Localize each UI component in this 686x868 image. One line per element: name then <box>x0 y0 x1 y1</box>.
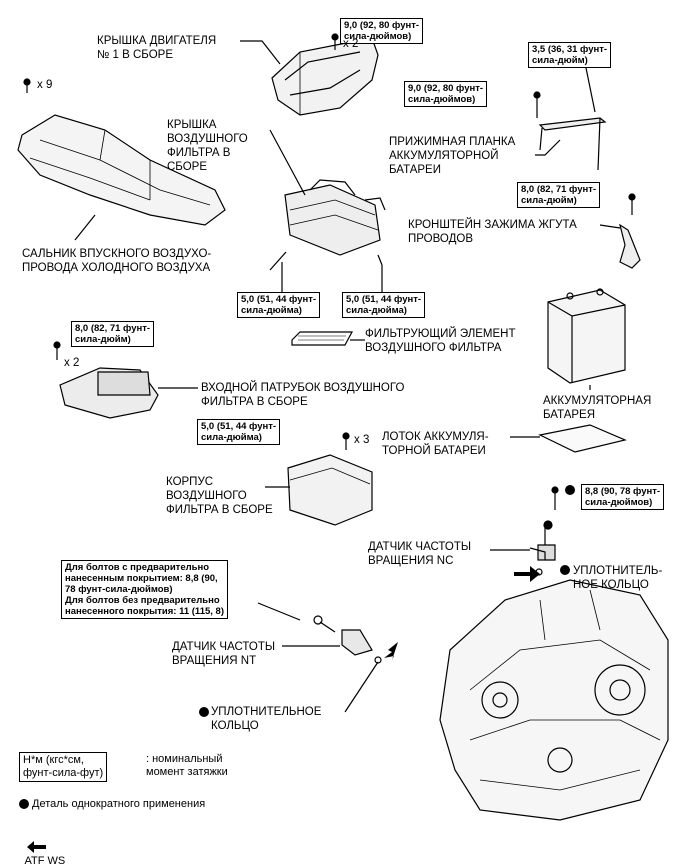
legend-unit-desc: : номинальный момент затяжки <box>146 753 228 778</box>
qty-engine-cover: x 2 <box>343 38 359 50</box>
qty-seal: x 9 <box>37 79 53 91</box>
label-air-cleaner-cap: КРЫШКА ВОЗДУШНОГО ФИЛЬТРА В СБОРЕ <box>167 119 248 173</box>
battery-tray-drawing <box>538 424 627 453</box>
atf-arrow-nc <box>514 566 540 582</box>
battery-drawing <box>547 288 626 384</box>
label-engine-cover: КРЫШКА ДВИГАТЕЛЯ № 1 В СБОРЕ <box>97 35 217 61</box>
inlet-drawing <box>59 367 159 419</box>
battery-clamp-drawing <box>538 117 607 171</box>
legend-single-use-text: Деталь однократного применения <box>32 798 206 810</box>
filter-element-drawing <box>291 331 354 346</box>
label-wire-harness-bracket: КРОНШТЕЙН ЗАЖИМА ЖГУТА ПРОВОДОВ <box>408 219 577 245</box>
case-drawing <box>287 454 373 526</box>
label-cool-air-seal: САЛЬНИК ВПУСКНОГО ВОЗДУХО- ПРОВОДА ХОЛОД… <box>22 248 212 274</box>
legend-single-use: Деталь однократного применения <box>19 797 205 811</box>
atf-arrow-nt <box>384 642 398 660</box>
label-battery-clamp: ПРИЖИМНАЯ ПЛАНКА АККУМУЛЯТОРНОЙ БАТАРЕИ <box>389 136 516 176</box>
nc-sensor-drawing <box>529 520 556 561</box>
label-nc-sensor: ДАТЧИК ЧАСТОТЫ ВРАЩЕНИЯ NC <box>368 541 472 567</box>
label-case: КОРПУС ВОЗДУШНОГО ФИЛЬТРА В СБОРЕ <box>166 476 273 516</box>
label-oring-right: УПЛОТНИТЕЛЬ- НОЕ КОЛЬЦО <box>573 565 663 591</box>
engine-cover-drawing <box>271 37 379 116</box>
legend-unit-box: Н*м (кгс*см, фунт-сила-фут) <box>19 752 108 782</box>
torque-box-inlet: 8,0 (82, 71 фунт- сила-дюйм) <box>71 321 155 347</box>
nt-sensor-drawing <box>313 615 382 664</box>
label-filter-element: ФИЛЬТРУЮЩИЙ ЭЛЕМЕНТ ВОЗДУШНОГО ФИЛЬТРА <box>365 328 516 354</box>
torque-box-cap-right: 5,0 (51, 44 фунт- сила-дюйма) <box>342 292 426 318</box>
legend-atf-text: ATF WS <box>24 855 66 867</box>
torque-box-nc-sensor: 8,8 (90, 78 фунт- сила-дюймов) <box>581 484 665 510</box>
torque-box-nt-sensor: Для болтов с предварительно нанесенным п… <box>61 560 228 619</box>
single-use-dot-icon <box>19 799 29 810</box>
legend-atf: ATF WS <box>19 826 65 868</box>
torque-box-case: 5,0 (51, 44 фунт- сила-дюйма) <box>197 419 281 445</box>
torque-box-clamp-bolt: 9,0 (92, 80 фунт- сила-дюймов) <box>404 81 488 107</box>
torque-box-engine-cover: 9,0 (92, 80 фунт- сила-дюймов) <box>340 18 424 44</box>
cool-air-seal-drawing <box>17 114 226 226</box>
label-nt-sensor: ДАТЧИК ЧАСТОТЫ ВРАЩЕНИЯ NT <box>172 641 276 667</box>
qty-inlet: x 2 <box>64 357 80 369</box>
qty-case: x 3 <box>354 434 370 446</box>
atf-arrow-icon <box>27 841 47 854</box>
label-battery-tray: ЛОТОК АККУМУЛЯ- ТОРНОЙ БАТАРЕИ <box>382 431 489 457</box>
transaxle-drawing <box>439 579 669 821</box>
label-inlet-assy: ВХОДНОЙ ПАТРУБОК ВОЗДУШНОГО ФИЛЬТРА В СБ… <box>201 382 405 408</box>
torque-box-bracket: 8,0 (82, 71 фунт- сила-дюйм) <box>517 182 601 208</box>
torque-box-cap-left: 5,0 (51, 44 фунт- сила-дюйма) <box>237 292 321 318</box>
label-battery: АККУМУЛЯТОРНАЯ БАТАРЕЯ <box>543 395 652 421</box>
torque-box-clamp-top: 3,5 (36, 31 фунт- сила-дюйм) <box>528 42 612 68</box>
label-oring-bottom: УПЛОТНИТЕЛЬНОЕ КОЛЬЦО <box>211 706 322 732</box>
air-cleaner-cap-drawing <box>284 179 386 256</box>
harness-bracket-drawing <box>619 223 641 269</box>
